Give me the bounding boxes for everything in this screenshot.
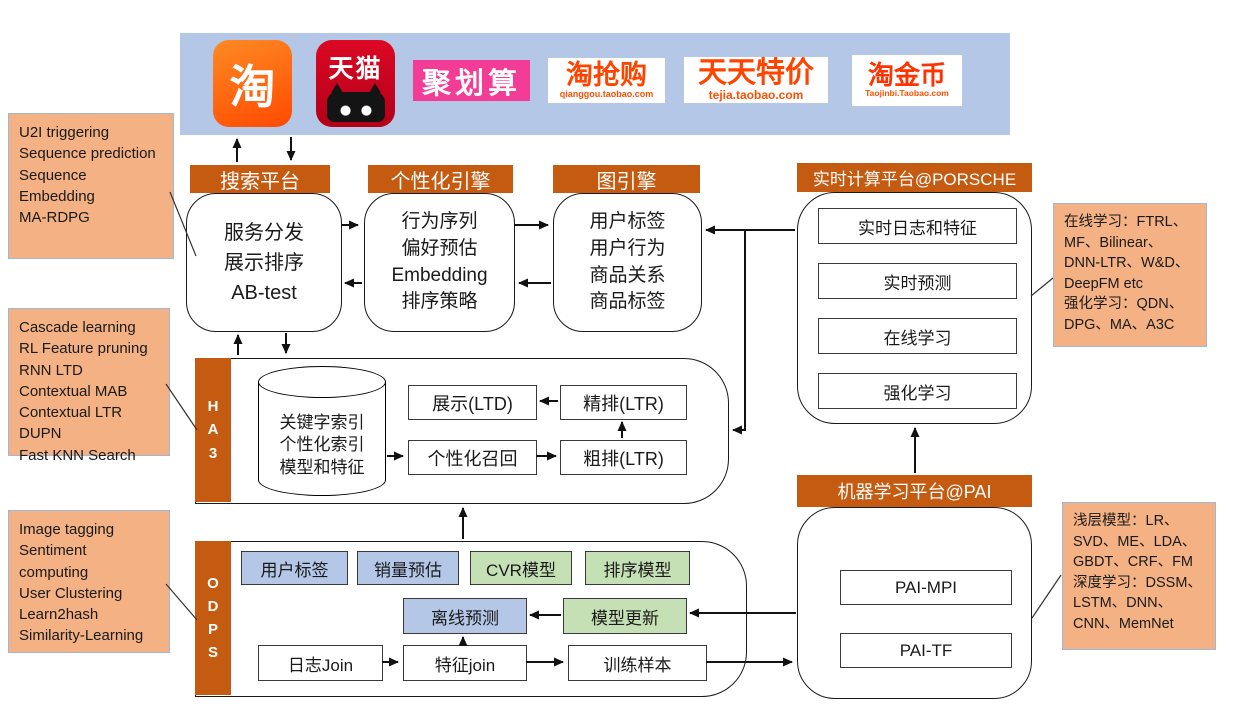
tiantiantejia-logo: 天天特价 tejia.taobao.com bbox=[684, 57, 828, 103]
porsche-realtime-predict-box: 实时预测 bbox=[818, 263, 1017, 299]
porsche-online-learning-box: 在线学习 bbox=[818, 318, 1017, 354]
juhuasuan-logo: 聚划算 bbox=[413, 60, 530, 101]
taojinbi-title: 淘金币 bbox=[867, 60, 946, 91]
graph-engine-header: 图引擎 bbox=[553, 165, 700, 193]
taojinbi-caption: Taojinbi.Taobao.com bbox=[865, 88, 949, 99]
odps-sales-forecast-box: 销量预估 bbox=[357, 551, 459, 585]
note-odps-research: Image tagging Sentiment computing User C… bbox=[8, 510, 170, 653]
personalization-engine-box: 行为序列 偏好预估 Embedding 排序策略 bbox=[364, 193, 515, 332]
note-ha3-research: Cascade learning RL Feature pruning RNN … bbox=[8, 308, 170, 464]
porsche-reinforcement-learning-box: 强化学习 bbox=[818, 373, 1017, 409]
personalization-engine-header: 个性化引擎 bbox=[368, 165, 513, 193]
callout-line-note3-to-odps bbox=[165, 583, 198, 621]
odps-log-join-box: 日志Join bbox=[258, 645, 383, 681]
note-offline-models: 浅层模型：LR、SVD、ME、LDA、GBDT、CRF、FM 深度学习：DSSM… bbox=[1062, 502, 1216, 650]
ha3-coarse-rank-ltr-box: 粗排(LTR) bbox=[560, 440, 687, 475]
ha3-display-ltd-box: 展示(LTD) bbox=[408, 385, 537, 420]
cylinder-top bbox=[258, 366, 386, 398]
ha3-fine-rank-ltr-box: 精排(LTR) bbox=[560, 385, 687, 420]
ha3-index-cylinder: 关键字索引 个性化索引 模型和特征 bbox=[258, 366, 386, 496]
callout-line-pai-to-note2 bbox=[1031, 574, 1062, 619]
porsche-realtime-log-feature-box: 实时日志和特征 bbox=[818, 208, 1017, 244]
taobao-logo-glyph: 淘 bbox=[229, 60, 276, 113]
callout-line-note2-to-ha3 bbox=[165, 383, 198, 431]
tejia-caption: tejia.taobao.com bbox=[708, 87, 804, 102]
pai-platform-header: 机器学习平台@PAI bbox=[797, 475, 1032, 507]
tmall-app-icon: 天猫 bbox=[316, 40, 395, 127]
tmall-cat-icon bbox=[326, 83, 385, 122]
product-banner: 淘 天猫 聚划算 淘抢购 qianggou.taobao.com 天天特价 te… bbox=[180, 33, 1010, 135]
odps-rank-model-box: 排序模型 bbox=[585, 551, 690, 585]
graph-engine-box: 用户标签 用户行为 商品关系 商品标签 bbox=[553, 193, 702, 332]
note-online-learning-models: 在线学习：FTRL、MF、Bilinear、DNN-LTR、W&D、DeepFM… bbox=[1053, 203, 1207, 347]
taoqianggou-caption: qianggou.taobao.com bbox=[559, 88, 654, 99]
cylinder-body bbox=[258, 381, 386, 496]
taojinbi-logo: 淘金币 Taojinbi.Taobao.com bbox=[852, 55, 962, 106]
note-online-ranking-research: U2I triggering Sequence prediction Seque… bbox=[8, 113, 174, 259]
tejia-title: 天天特价 bbox=[697, 57, 814, 90]
ha3-personalized-recall-box: 个性化召回 bbox=[408, 440, 537, 475]
ha3-label-bar: H A 3 bbox=[195, 358, 231, 502]
odps-feature-join-box: 特征join bbox=[403, 645, 527, 681]
pai-tf-box: PAI-TF bbox=[840, 633, 1012, 668]
search-platform-box: 服务分发 展示排序 AB-test bbox=[186, 193, 342, 332]
tmall-logo-text: 天猫 bbox=[328, 55, 383, 83]
pai-mpi-box: PAI-MPI bbox=[840, 570, 1012, 605]
taobao-app-icon: 淘 bbox=[213, 40, 292, 127]
odps-train-sample-box: 训练样本 bbox=[568, 645, 707, 681]
odps-user-tag-box: 用户标签 bbox=[241, 551, 348, 585]
porsche-platform-header: 实时计算平台@PORSCHE bbox=[797, 163, 1032, 192]
odps-label-bar: O D P S bbox=[195, 541, 231, 695]
search-platform-header: 搜索平台 bbox=[190, 165, 330, 193]
cylinder-text: 关键字索引 个性化索引 模型和特征 bbox=[279, 413, 365, 477]
callout-line-porsche-to-note1 bbox=[1030, 277, 1054, 297]
taoqianggou-title: 淘抢购 bbox=[566, 60, 647, 91]
odps-offline-predict-box: 离线预测 bbox=[403, 598, 527, 634]
odps-model-update-box: 模型更新 bbox=[563, 598, 687, 634]
taoqianggou-logo: 淘抢购 qianggou.taobao.com bbox=[548, 58, 665, 103]
odps-cvr-model-box: CVR模型 bbox=[470, 551, 572, 585]
arrow-porsche-to-ha3 bbox=[732, 230, 746, 435]
